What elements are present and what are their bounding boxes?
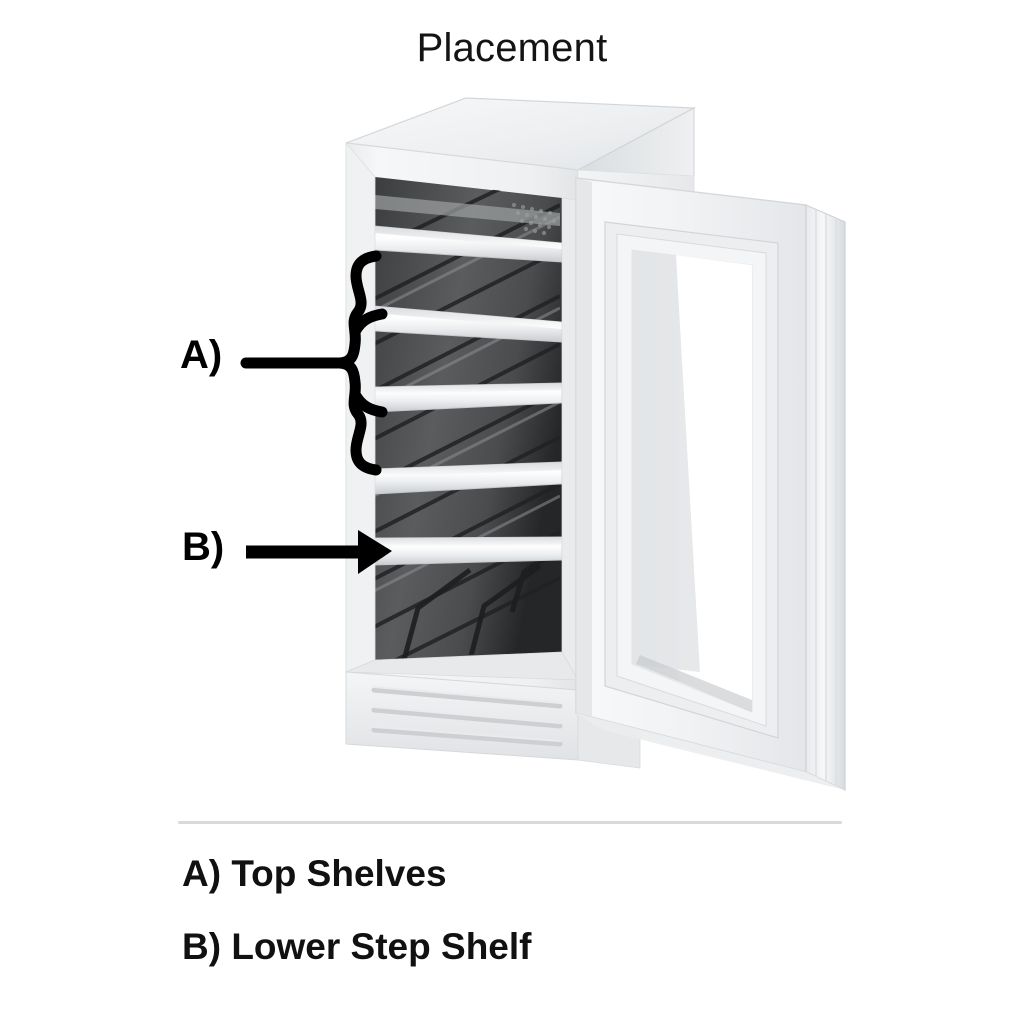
door-bottom-edge <box>576 713 845 790</box>
door-glass-reflection <box>632 250 700 672</box>
interior-top-rail <box>375 195 560 226</box>
page-title: Placement <box>416 26 608 70</box>
door-hinge-edge <box>576 178 592 716</box>
bottom-vent-grille <box>371 687 563 747</box>
legend-item-lower-step-shelf: B) Lower Step Shelf <box>182 926 532 967</box>
door-glass-bright <box>676 255 752 712</box>
callout-b-arrow <box>246 530 392 574</box>
door-edge-bevels <box>815 210 837 786</box>
callout-a-brace-upper <box>334 250 382 369</box>
callout-label-a: A) <box>180 333 223 377</box>
callout-a-brace <box>240 250 388 476</box>
legend-divider <box>178 821 842 824</box>
lower-step-shelf <box>373 536 563 566</box>
door-glass-bottom-shadow <box>636 655 752 712</box>
glass-door[interactable] <box>575 177 846 791</box>
bottom-vent-grille-shade <box>373 686 561 742</box>
legend-item-top-shelves: A) Top Shelves <box>182 853 447 894</box>
callout-b-arrowhead <box>358 530 392 574</box>
callout-a-brace-lower <box>334 357 382 476</box>
callout-a-prong-shelf2 <box>350 308 388 336</box>
callout-a-prong-shelf3 <box>350 390 388 418</box>
callout-label-b: B) <box>182 525 225 569</box>
top-shelf-3 <box>373 382 563 413</box>
